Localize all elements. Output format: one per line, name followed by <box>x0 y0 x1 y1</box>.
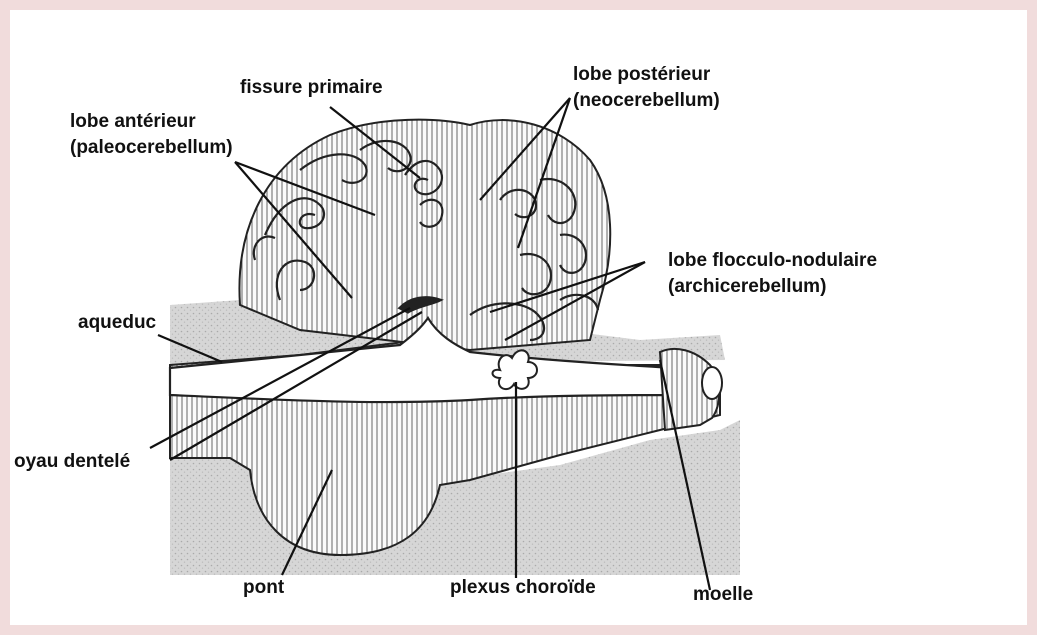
label-noyau-dentele: oyau dentelé <box>14 451 130 472</box>
label-lobe-flocculo-nodulaire: lobe flocculo-nodulaire <box>668 250 877 271</box>
spinal-cord-end <box>702 367 722 399</box>
label-archicerebellum: (archicerebellum) <box>668 276 826 297</box>
label-pont: pont <box>243 577 285 598</box>
label-lobe-anterieur: lobe antérieur <box>70 111 196 132</box>
label-moelle: moelle <box>693 584 753 605</box>
cerebellum-body <box>239 120 610 350</box>
label-plexus-choroide: plexus choroïde <box>450 577 596 598</box>
label-aqueduc: aqueduc <box>78 312 157 333</box>
label-paleocerebellum: (paleocerebellum) <box>70 137 233 158</box>
label-lobe-posterieur: lobe postérieur <box>573 64 711 85</box>
label-neocerebellum: (neocerebellum) <box>573 90 720 111</box>
label-fissure-primaire: fissure primaire <box>240 77 383 98</box>
